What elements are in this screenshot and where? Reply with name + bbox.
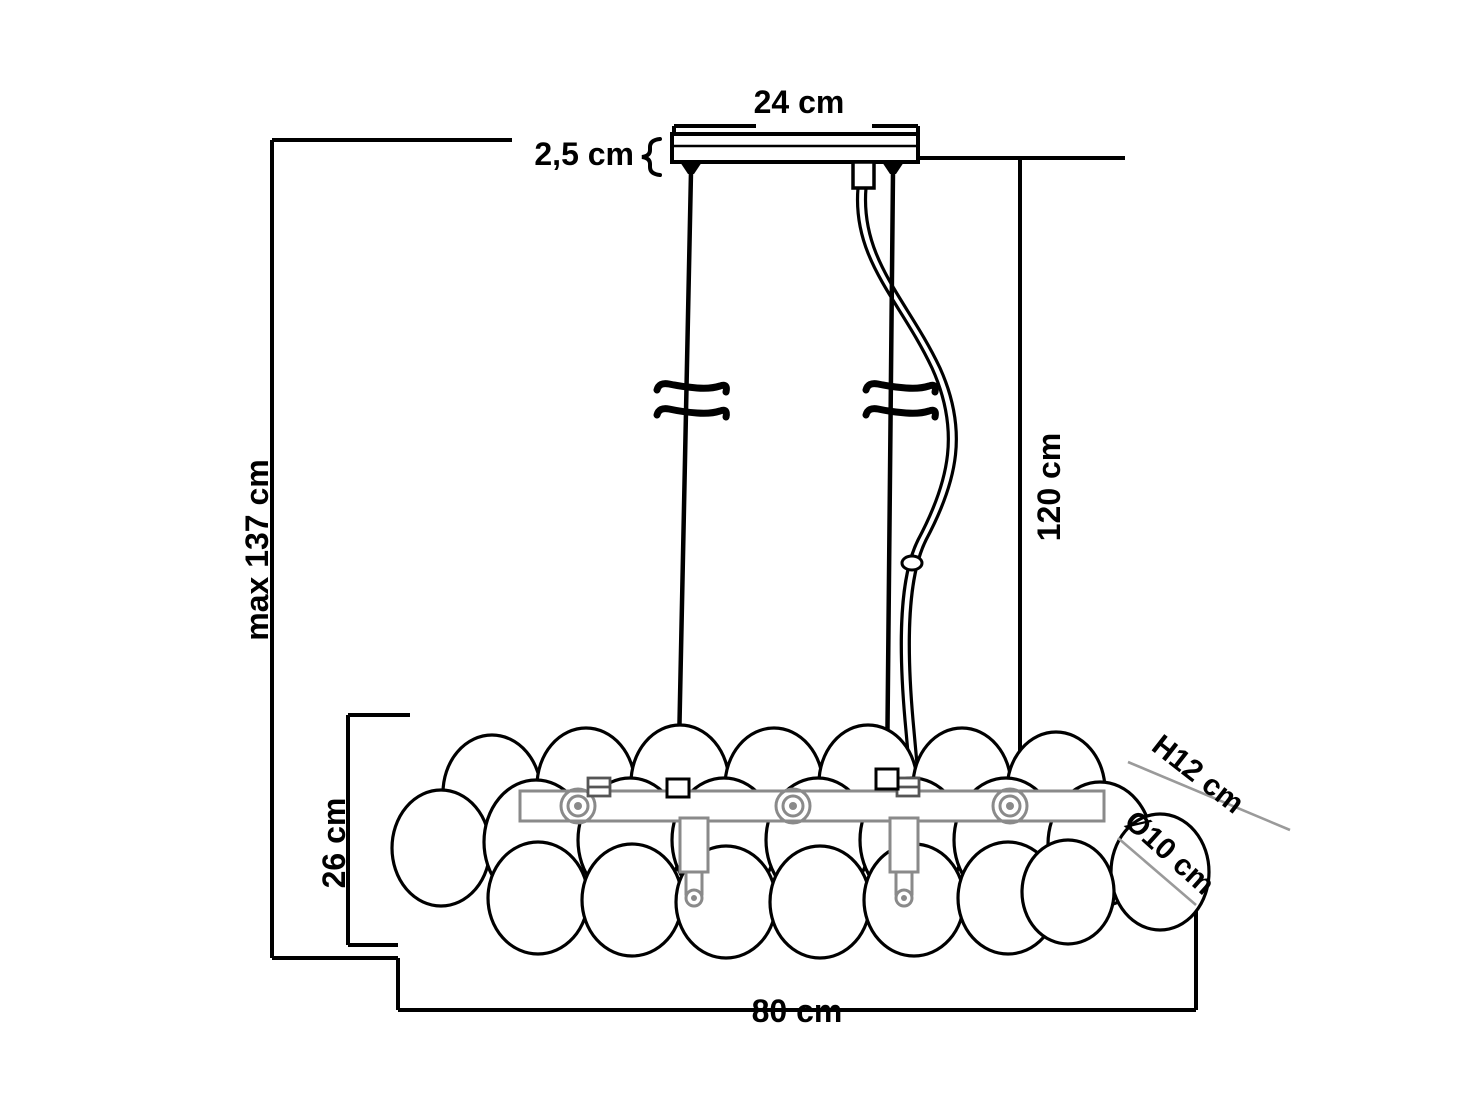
sphere-row-front <box>486 838 1116 960</box>
sphere <box>768 844 872 960</box>
sphere <box>486 840 590 956</box>
suspension-cables-group <box>675 169 896 798</box>
label-drop-height: 120 cm <box>1031 433 1067 542</box>
lamp-socket <box>888 816 920 908</box>
cable-adjuster-right-upper <box>862 380 939 396</box>
label-cluster-height: 26 cm <box>316 798 352 889</box>
brace-glyph <box>641 137 662 177</box>
cable-termination-left <box>665 777 691 799</box>
power-cable-outlet-box <box>851 160 876 190</box>
socket-center <box>901 895 907 901</box>
power-cable-outer <box>855 187 950 776</box>
sphere <box>390 788 492 908</box>
label-canopy-thickness: 2,5 cm <box>534 136 634 172</box>
bar-bullseye <box>774 787 812 825</box>
leader-line-diameter <box>1117 837 1197 906</box>
cable-clip <box>895 776 921 798</box>
socket-body <box>678 816 710 874</box>
cable-adjusters-group <box>653 380 939 421</box>
power-cable-crossing-node <box>900 554 924 572</box>
label-canopy-width: 24 cm <box>754 84 845 120</box>
cable-cone-left <box>680 162 702 174</box>
suspension-cable-right <box>884 169 896 781</box>
bar-bullseye <box>559 787 597 825</box>
ceiling-canopy-plate <box>670 132 920 164</box>
cable-clip <box>586 776 612 798</box>
label-max-height: max 137 cm <box>239 459 275 640</box>
sphere <box>580 842 684 958</box>
leader-line-depth <box>1127 760 1291 832</box>
cable-cone-right <box>882 162 904 174</box>
sphere <box>1020 838 1116 946</box>
cable-adjuster-right-lower <box>862 405 939 421</box>
suspension-cable-left <box>675 169 694 798</box>
bar-bullseye <box>991 787 1029 825</box>
bar-bullseyes-group <box>559 787 1029 825</box>
cable-adjuster-left-upper <box>653 380 730 396</box>
lamp-socket <box>678 816 710 908</box>
power-cable-group <box>855 187 958 776</box>
thickness-brace <box>641 137 662 177</box>
power-cable-inner <box>863 187 958 776</box>
ceiling-canopy-group <box>670 132 920 164</box>
socket-body <box>888 816 920 874</box>
diagonal-leaders-group <box>1117 760 1291 906</box>
cable-exit-cones <box>680 160 904 190</box>
label-cluster-width: 80 cm <box>752 993 843 1029</box>
cable-clips-group <box>586 776 921 798</box>
cable-adjuster-left-lower <box>653 405 730 421</box>
cable-termination-right <box>874 767 900 791</box>
socket-center <box>691 895 697 901</box>
cable-terminations-group <box>665 767 900 799</box>
lamp-sockets-group <box>678 816 920 908</box>
label-cluster-depth: H12 cm <box>1146 729 1250 821</box>
